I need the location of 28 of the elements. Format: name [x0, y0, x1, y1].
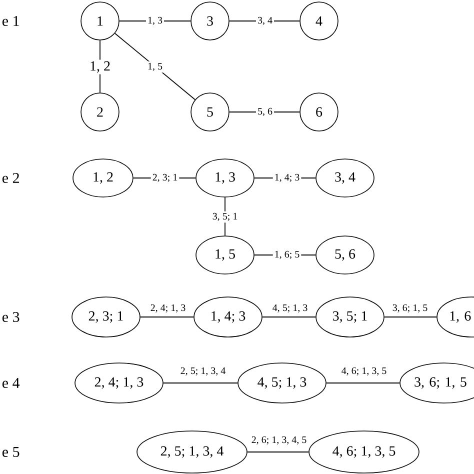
edge-label: 5, 6: [256, 106, 274, 118]
edge-line: [140, 316, 194, 318]
edge-line: [114, 32, 196, 100]
edge-line: [326, 382, 400, 384]
edge-label: 2, 6; 1, 3, 4, 5: [252, 436, 306, 445]
tree-label: e 2: [2, 172, 19, 184]
edge-label: 2, 5; 1, 3, 4: [180, 367, 226, 376]
edge-label: 3, 5; 1: [210, 211, 240, 223]
tree-label: e 1: [2, 16, 19, 26]
edge-label: 1, 4; 3: [272, 172, 302, 184]
edge-label: 1, 6; 5: [272, 249, 302, 261]
tree-label: e 3: [2, 312, 20, 322]
edge-label: 1, 3: [146, 15, 164, 27]
edge-line: [384, 316, 438, 318]
edge-line: [118, 20, 192, 22]
edge-label: 3, 4: [256, 15, 274, 27]
tree-label: e 4: [2, 378, 20, 388]
edge-line: [228, 20, 300, 22]
edge-label: 1, 2: [88, 60, 112, 74]
edge-label: 4, 5; 1, 3: [272, 304, 308, 313]
edge-line: [162, 382, 238, 384]
edge-label: 2, 3; 1: [150, 172, 180, 184]
tree-label: e 5: [2, 447, 20, 457]
edge-line: [262, 316, 316, 318]
edge-label: 2, 4; 1, 3: [150, 304, 186, 313]
edge-label: 1, 5: [146, 61, 164, 73]
edge-label: 3, 6; 1, 5: [392, 304, 428, 313]
edge-label: 4, 6; 1, 3, 5: [342, 367, 386, 376]
